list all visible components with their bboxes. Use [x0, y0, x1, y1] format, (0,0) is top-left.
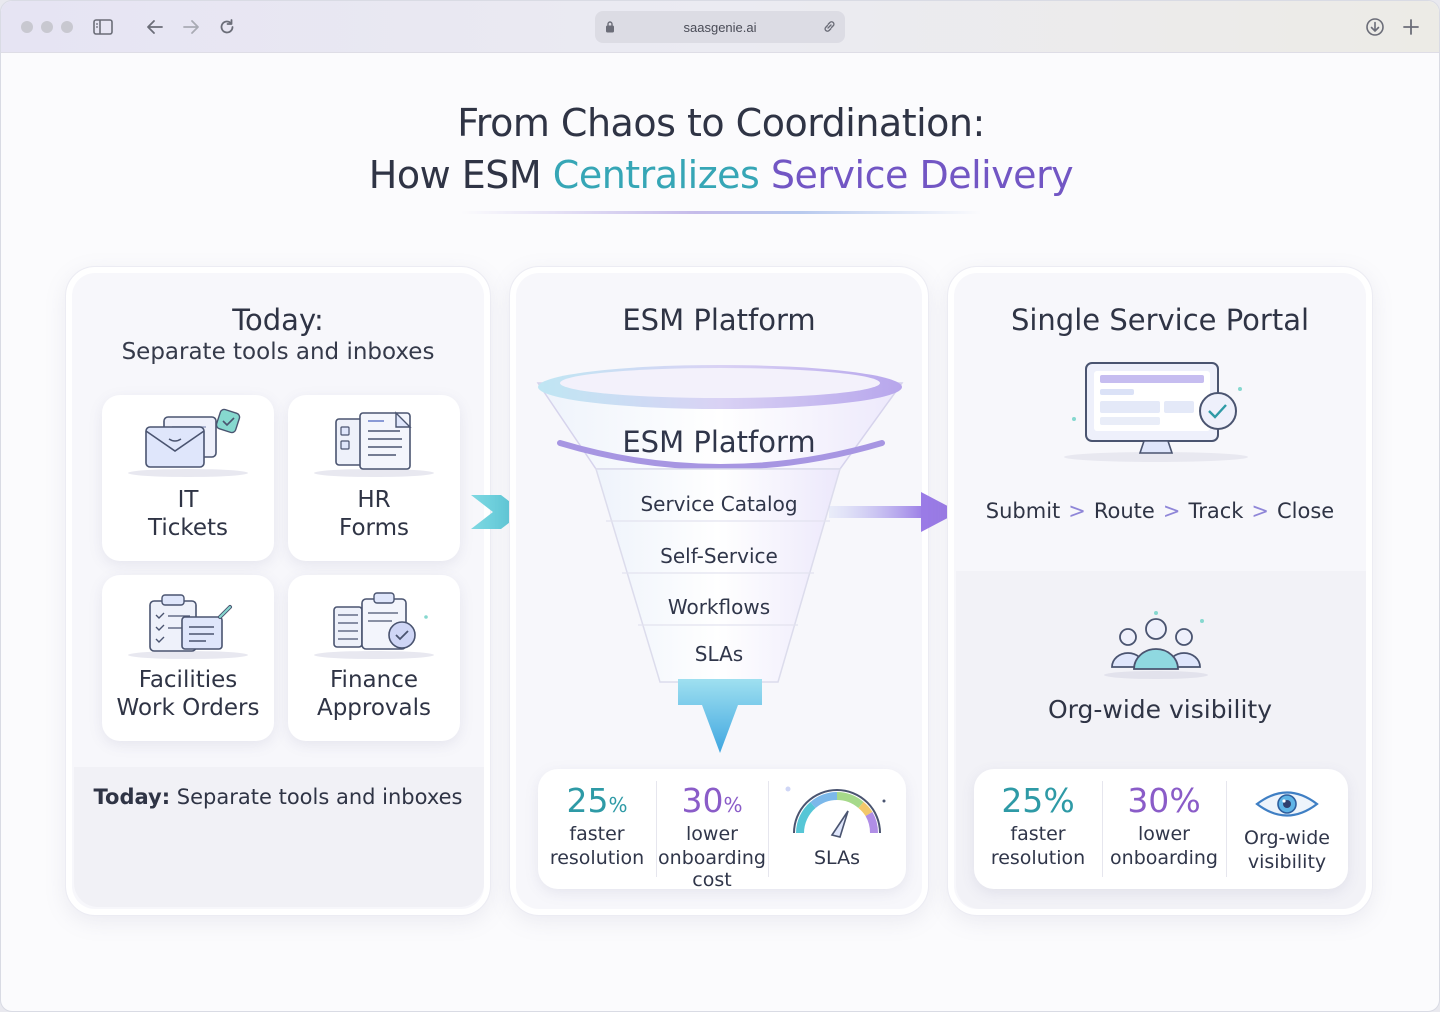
headline-underline — [461, 211, 981, 214]
funnel-item-workflows: Workflows — [667, 595, 771, 619]
stat-org-wide-visibility: Org-wide visibility — [1226, 769, 1348, 889]
share-link-icon[interactable] — [822, 19, 837, 37]
stat-slas: SLAs — [768, 769, 906, 889]
url-text: saasgenie.ai — [683, 19, 757, 35]
zoom-window-button[interactable] — [61, 21, 73, 33]
team-people-icon — [1104, 611, 1208, 679]
today-subtitle: Separate tools and inboxes — [121, 339, 435, 365]
stat-faster-resolution: 25% faster resolution — [538, 769, 656, 889]
flow-step-close: Close — [1277, 499, 1335, 523]
funnel-item-self-service: Self-Service — [660, 544, 778, 568]
org-wide-visibility-label: Org-wide visibility — [1047, 695, 1272, 724]
reload-icon[interactable] — [215, 15, 239, 39]
funnel-graphic — [536, 365, 904, 753]
stat-faster-resolution: 25% faster resolution — [974, 769, 1102, 889]
tile-line-2: Tickets — [147, 515, 229, 541]
esm-platform-panel: ESM Platform ESM Platform Service Catalo… — [509, 266, 929, 916]
it-tickets-tile: IT Tickets — [102, 395, 274, 561]
stat-divider — [656, 781, 657, 877]
tile-line-2: Approvals — [316, 695, 432, 721]
tile-line-1: HR — [357, 487, 391, 513]
tile-line-1: IT — [177, 487, 199, 513]
address-bar[interactable]: saasgenie.ai — [595, 11, 845, 43]
stat-value: 30% — [681, 781, 743, 820]
headline-line-1: From Chaos to Coordination: — [457, 101, 985, 145]
stat-lower-onboarding: 30% lower onboarding — [1102, 769, 1226, 889]
forms-document-icon — [314, 411, 434, 477]
esm-platform-title: ESM Platform — [622, 303, 816, 337]
sidebar-toggle-icon[interactable] — [91, 15, 115, 39]
flow-arrow-to-portal-icon — [829, 492, 959, 532]
tile-line-1: Finance — [330, 667, 418, 693]
portal-monitor-icon — [1064, 362, 1248, 462]
hr-forms-tile: HR Forms — [288, 395, 460, 561]
minimize-window-button[interactable] — [41, 21, 53, 33]
flow-step-route: Route — [1093, 499, 1155, 523]
headline-prefix: How ESM — [368, 153, 553, 197]
lock-icon — [605, 20, 615, 36]
envelope-icon — [128, 408, 248, 477]
stat-divider — [1226, 781, 1227, 877]
stat-value: 25% — [566, 781, 628, 820]
facilities-work-orders-tile: Facilities Work Orders — [102, 575, 274, 741]
forward-arrow-icon[interactable] — [179, 15, 203, 39]
page-headline: From Chaos to Coordination: How ESM Cent… — [1, 97, 1439, 201]
tile-line-2: Forms — [339, 515, 409, 541]
flow-step-submit: Submit — [985, 499, 1061, 523]
portal-title: Single Service Portal — [1010, 303, 1310, 337]
sla-gauge-icon — [785, 786, 886, 838]
tile-line-1: Facilities — [138, 667, 238, 693]
window-controls — [21, 21, 73, 33]
headline-line-2: How ESM Centralizes Service Delivery — [1, 149, 1439, 201]
download-icon[interactable] — [1363, 15, 1387, 39]
stat-divider — [1102, 781, 1103, 877]
stat-lower-onboarding-cost: 30% lower onboarding cost — [656, 769, 768, 891]
platform-stats-card: 25% faster resolution 30% lower onboardi… — [538, 769, 906, 891]
headline-highlight-teal: Centralizes — [552, 153, 760, 197]
eye-icon — [1255, 791, 1319, 817]
finance-approvals-tile: Finance Approvals — [288, 575, 460, 741]
stat-value: 25% — [1001, 781, 1075, 820]
single-service-portal-panel: Single Service Portal Submit>Route>Track… — [947, 266, 1373, 916]
clipboard-icon — [128, 594, 248, 659]
close-window-button[interactable] — [21, 21, 33, 33]
funnel-main-label: ESM Platform — [622, 425, 816, 459]
today-footer-band — [74, 767, 484, 907]
today-panel: Today: Separate tools and inboxes IT Tic… — [65, 266, 491, 916]
today-title: Today: — [232, 303, 324, 337]
today-footer: Today: Separate tools and inboxes — [93, 785, 463, 809]
funnel-item-slas: SLAs — [694, 642, 744, 666]
back-arrow-icon[interactable] — [143, 15, 167, 39]
stat-value: 30% — [1127, 781, 1201, 820]
portal-stats-card: 25% faster resolution 30% lower onboardi… — [974, 769, 1348, 889]
new-tab-plus-icon[interactable] — [1399, 15, 1423, 39]
browser-toolbar: saasgenie.ai — [1, 1, 1439, 53]
flow-step-track: Track — [1188, 499, 1244, 523]
approval-clipboard-icon — [314, 592, 434, 659]
stat-divider — [768, 781, 769, 877]
headline-highlight-purple: Service Delivery — [770, 153, 1074, 197]
funnel-item-service-catalog: Service Catalog — [640, 492, 798, 516]
request-lifecycle-flow: Submit>Route>Track>Close — [985, 499, 1335, 523]
tile-line-2: Work Orders — [116, 695, 260, 721]
